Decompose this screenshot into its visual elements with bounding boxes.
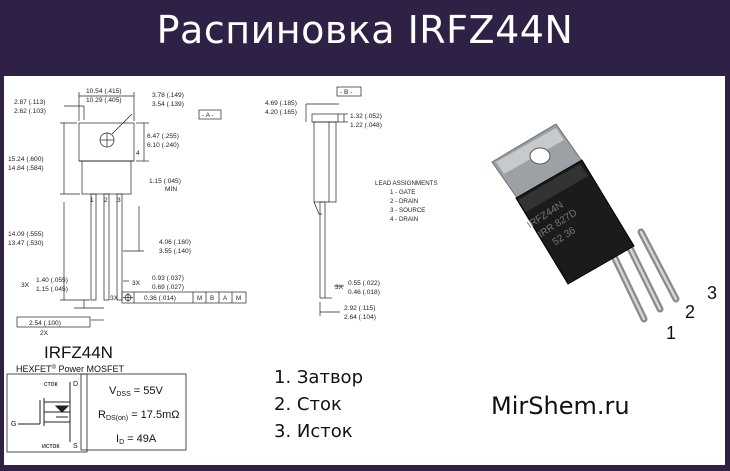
dim-093: 0.93 (.037) [152, 275, 184, 282]
pin-item-gate: 1. Затвор [274, 367, 363, 388]
photo-pin-1: 1 [666, 323, 676, 343]
device-family: HEXFET® Power MOSFET [16, 364, 124, 374]
pin-label-1: 1 [90, 197, 94, 204]
pin-label-3: 3 [117, 197, 121, 204]
dim-1347: 13.47 (.530) [8, 240, 44, 247]
dim-469: 4.69 (.185) [265, 100, 297, 107]
dim-046: 0.46 (.018) [348, 289, 380, 296]
datasheet-diagram: 2.87 (.113) 2.62 (.103) 10.54 (.415) 10.… [6, 86, 717, 453]
dim-115: 1.15 (.045) [36, 286, 68, 293]
package-body [81, 160, 132, 195]
dim-1484: 14.84 (.584) [8, 165, 44, 172]
dim-264: 2.64 (.104) [344, 314, 376, 321]
part-number: IRFZ44N [44, 343, 113, 362]
dim-115-min: 1.15 (.045) [149, 178, 181, 185]
pin-item-drain: 2. Сток [274, 394, 342, 415]
content-panel: 2.87 (.113) 2.62 (.103) 10.54 (.415) 10.… [4, 76, 725, 465]
dim-610: 6.10 (.240) [147, 142, 179, 149]
spec-box [80, 373, 187, 451]
front-view-drawing [16, 92, 247, 328]
pin-list: 1. Затвор 2. Сток 3. Исток [274, 364, 363, 445]
lead-assign-2: 2 - DRAIN [390, 198, 418, 205]
dim-1054: 10.54 (.415) [86, 88, 122, 95]
dim-3x-b: 3X [132, 280, 141, 287]
dim-2x: 2X [40, 330, 49, 337]
side-view-drawing [305, 86, 362, 316]
package-photo: IRFZ44N IRR 827D 52 36 [491, 123, 680, 323]
title-bar: Распиновка IRFZ44N [0, 0, 730, 72]
dim-254: 2.54 (.100) [29, 320, 61, 327]
dim-069: 0.69 (.027) [152, 284, 184, 291]
ref-a1: A [223, 295, 228, 302]
lead-assign-4: 4 - DRAIN [390, 216, 418, 223]
dim-min-label: MIN [165, 186, 177, 193]
photo-pin-2: 2 [685, 302, 695, 322]
dim-055: 0.55 (.022) [348, 280, 380, 287]
dim-122: 1.22 (.048) [350, 122, 382, 129]
dim-647: 6.47 (.255) [147, 133, 179, 140]
dim-354: 3.54 (.139) [152, 101, 184, 108]
dim-3x-a: 3X [21, 282, 30, 289]
side-lead [319, 201, 326, 299]
id-spec: ID = 49A [116, 433, 157, 446]
pin-item-source: 3. Исток [274, 421, 353, 442]
side-tab [311, 113, 339, 123]
ref-m1: M [197, 295, 202, 302]
dim-1029: 10.29 (.405) [86, 97, 122, 104]
side-body [313, 121, 337, 203]
dim-1409: 14.09 (.555) [8, 231, 44, 238]
page-title: Распиновка IRFZ44N [156, 8, 574, 52]
dim-140: 1.40 (.055) [36, 277, 68, 284]
dim-287: 2.87 (.113) [14, 99, 45, 106]
dim-132: 1.32 (.052) [350, 113, 382, 120]
ref-m2: M [236, 295, 241, 302]
photo-pin-3: 3 [707, 283, 717, 303]
brand-watermark: MirShem.ru [491, 392, 630, 420]
dim-3x-c: 3X [110, 295, 119, 302]
dim-3x-side: 3X [335, 284, 344, 291]
drain-label: D [73, 381, 78, 388]
vdss-spec: VDSS = 55V [109, 385, 164, 398]
dim-036: 0.36 (.014) [144, 295, 176, 302]
dim-292: 2.92 (.115) [344, 305, 375, 312]
lead-assign-title: LEAD ASSIGNMENTS [375, 180, 438, 187]
dim-262: 2.62 (.103) [14, 108, 46, 115]
lead-1 [90, 193, 97, 301]
lead-3 [116, 193, 123, 301]
mosfet-symbol [18, 382, 71, 442]
lead-assign-3: 3 - SOURCE [390, 207, 425, 214]
dim-1524: 15.24 (.600) [8, 156, 44, 163]
drain-label-ru: сток [44, 381, 59, 388]
symbol-box [6, 373, 88, 453]
datum-a: - A - [202, 112, 214, 119]
ref-b1: B [210, 295, 214, 302]
rdson-spec: RDS(on) = 17.5mΩ [98, 409, 179, 422]
package-tab [78, 122, 135, 162]
pin-label-4: 4 [136, 150, 140, 157]
dim-420: 4.20 (.165) [265, 109, 297, 116]
tab-hole [529, 147, 551, 165]
dim-355: 3.55 (.140) [159, 248, 191, 255]
dim-378: 3.78 (.149) [152, 92, 184, 99]
lead-2 [103, 193, 110, 301]
source-label-ru: исток [42, 443, 60, 450]
datum-b: - B - [340, 89, 352, 96]
pin-label-2: 2 [104, 197, 108, 204]
gate-label: G [11, 421, 16, 428]
lead-assign-1: 1 - GATE [390, 189, 415, 196]
dim-406: 4.06 (.160) [159, 239, 191, 246]
source-label: S [73, 443, 78, 450]
